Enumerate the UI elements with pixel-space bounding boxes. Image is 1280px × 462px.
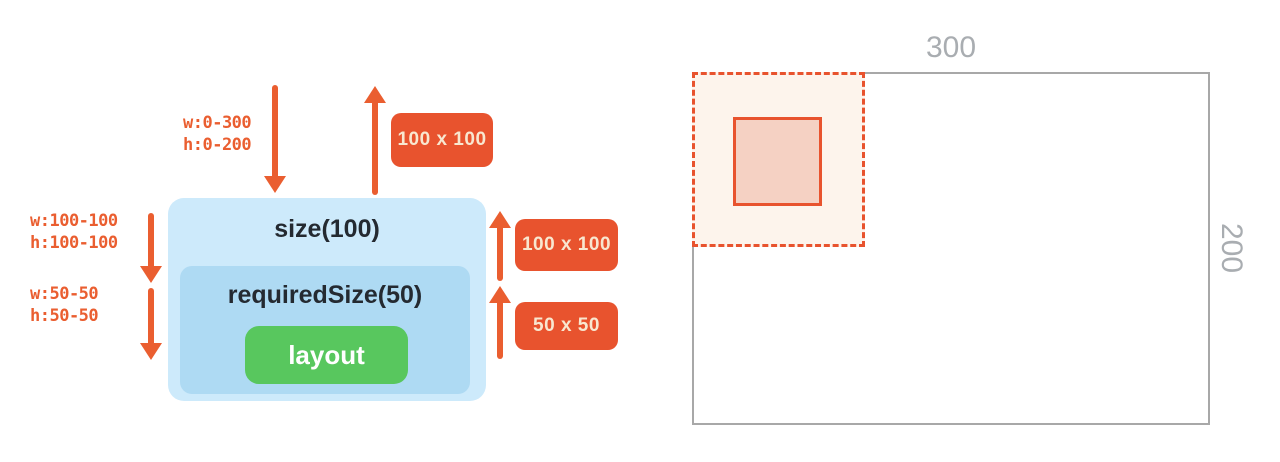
required-size-modifier-label: requiredSize(50) [227,281,423,309]
arrow-head [489,286,511,303]
constraint-width-line: w:0-300 [183,113,252,133]
arrow-shaft [272,85,278,180]
arrow-shaft [372,99,378,195]
constraint-height-line: h:100-100 [30,233,118,253]
arrow-head [264,176,286,193]
arrow-down-icon [140,288,162,360]
arrow-shaft [148,213,154,270]
constraint-height-line: h:50-50 [30,306,99,326]
arrow-up-icon [489,211,511,281]
arrow-shaft [497,224,503,281]
parent-width-label: 300 [925,31,977,64]
arrow-head [489,211,511,228]
arrow-head [140,343,162,360]
resolved-size-badge-inner: 50 x 50 [515,302,618,350]
constraint-width-line: w:50-50 [30,284,99,304]
arrow-up-icon [489,286,511,359]
placed-content-rect [733,117,822,206]
arrow-shaft [497,299,503,359]
arrow-down-icon [140,213,162,283]
arrow-up-icon [364,86,386,195]
arrow-down-icon [264,85,286,193]
arrow-shaft [148,288,154,347]
resolved-size-badge-mid: 100 x 100 [515,219,618,271]
layout-node-label: layout [288,339,365,370]
arrow-head [364,86,386,103]
resolved-size-badge-top: 100 x 100 [391,113,493,167]
layout-node: layout [245,326,408,384]
constraint-height-line: h:0-200 [183,135,252,155]
parent-height-label: 200 [1215,223,1248,274]
arrow-head [140,266,162,283]
constraint-width-line: w:100-100 [30,211,118,231]
size-modifier-label: size(100) [274,215,380,243]
